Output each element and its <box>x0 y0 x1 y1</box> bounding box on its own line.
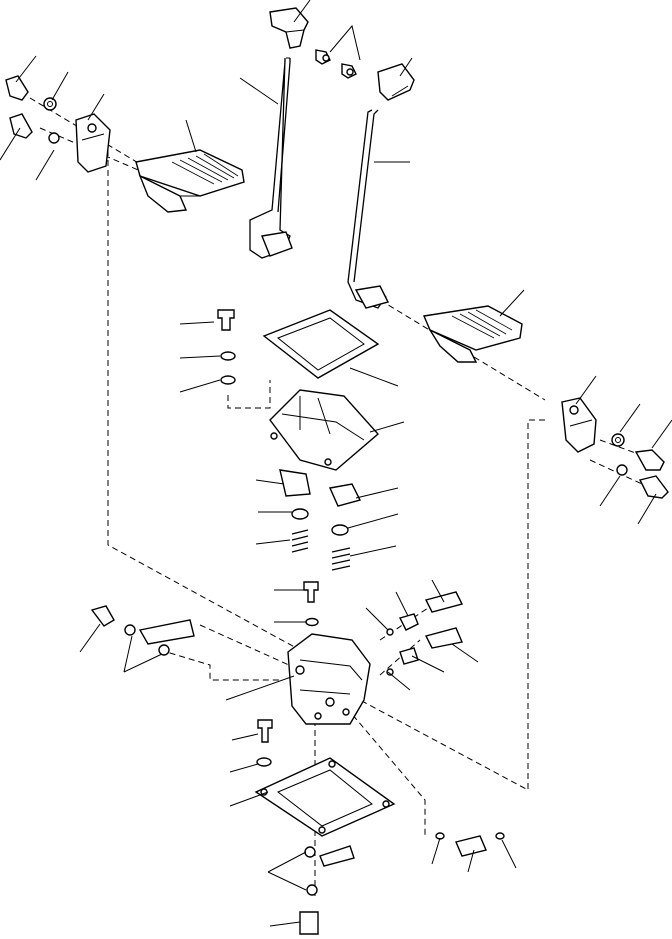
right-pedal-bracket <box>561 397 597 453</box>
lower-bolt-stack <box>256 719 273 767</box>
bottom-fittings <box>299 832 505 935</box>
left-pedal-bracket <box>75 113 111 173</box>
right-lever-rod <box>347 109 390 309</box>
mounting-plate <box>254 757 396 837</box>
right-lever-knob <box>377 63 415 101</box>
left-bolts <box>5 75 60 144</box>
left-lever-knob <box>269 7 309 49</box>
left-lever-rod <box>249 57 293 259</box>
spring-seats <box>279 469 362 536</box>
cover-bolts-stack <box>217 309 236 385</box>
left-fitting-assembly <box>90 605 195 656</box>
right-bolts <box>611 433 669 499</box>
pilot-valve-body <box>287 633 371 725</box>
valve-cover <box>269 389 379 471</box>
boot-gasket <box>262 309 380 379</box>
right-pedal <box>423 305 523 363</box>
valve-bolt-upper <box>303 581 319 627</box>
knob-bolts <box>315 49 357 79</box>
springs <box>291 529 351 571</box>
left-pedal <box>135 149 245 213</box>
